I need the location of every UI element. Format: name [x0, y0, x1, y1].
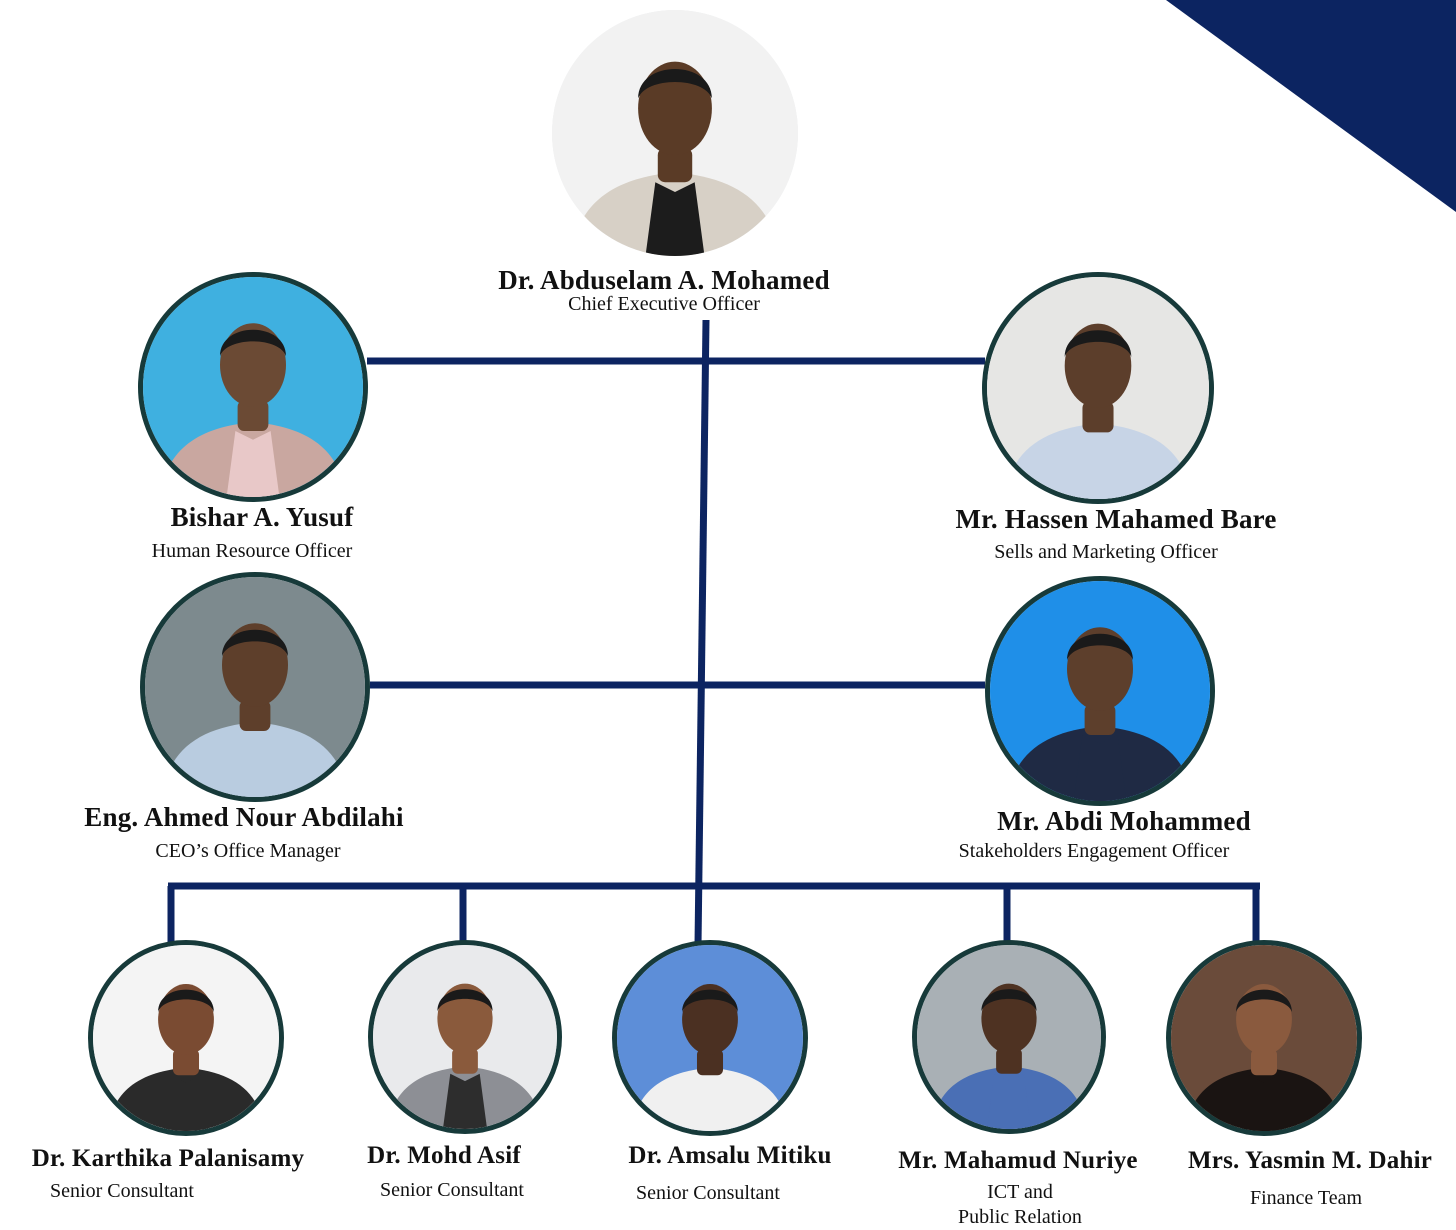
- photo-sales: [982, 272, 1214, 504]
- name-office: Eng. Ahmed Nour Abdilahi: [84, 802, 404, 832]
- role-ceo: Chief Executive Officer: [568, 293, 760, 315]
- photo-hr: [138, 272, 368, 502]
- photo-ceo: [552, 10, 798, 256]
- name-ceo: Dr. Abduselam A. Mohamed: [498, 265, 830, 295]
- photo-asif: [368, 940, 562, 1134]
- name-mahamud: Mr. Mahamud Nuriye: [898, 1147, 1138, 1174]
- role-asif: Senior Consultant: [380, 1179, 524, 1201]
- photo-office: [140, 572, 370, 802]
- name-karthika: Dr. Karthika Palanisamy: [31, 1145, 305, 1172]
- photo-stake: [985, 576, 1215, 806]
- photo-karthika: [88, 940, 284, 1136]
- name-asif: Dr. Mohd Asif: [367, 1142, 521, 1169]
- role-karthika: Senior Consultant: [50, 1180, 194, 1202]
- role-office: CEO’s Office Manager: [155, 840, 341, 862]
- name-hr: Bishar A. Yusuf: [170, 502, 354, 532]
- name-amsalu: Dr. Amsalu Mitiku: [628, 1142, 832, 1169]
- photo-amsalu: [612, 940, 808, 1136]
- role-hr: Human Resource Officer: [151, 540, 353, 562]
- role-mahamud-line-1: ICT and: [987, 1181, 1053, 1203]
- role-yasmin: Finance Team: [1249, 1187, 1363, 1209]
- name-stake: Mr. Abdi Mohammed: [997, 806, 1251, 836]
- photo-yasmin: [1166, 940, 1362, 1136]
- connector-trunk: [694, 319, 710, 946]
- name-yasmin: Mrs. Yasmin M. Dahir: [1187, 1147, 1433, 1174]
- corner-decoration: [1166, 0, 1456, 212]
- role-mahamud-line-2: Public Relation: [958, 1206, 1082, 1228]
- name-sales: Mr. Hassen Mahamed Bare: [955, 504, 1277, 534]
- role-stake: Stakeholders Engagement Officer: [958, 840, 1230, 862]
- role-sales: Sells and Marketing Officer: [994, 541, 1218, 563]
- role-amsalu: Senior Consultant: [636, 1182, 780, 1204]
- photo-mahamud: [912, 940, 1106, 1134]
